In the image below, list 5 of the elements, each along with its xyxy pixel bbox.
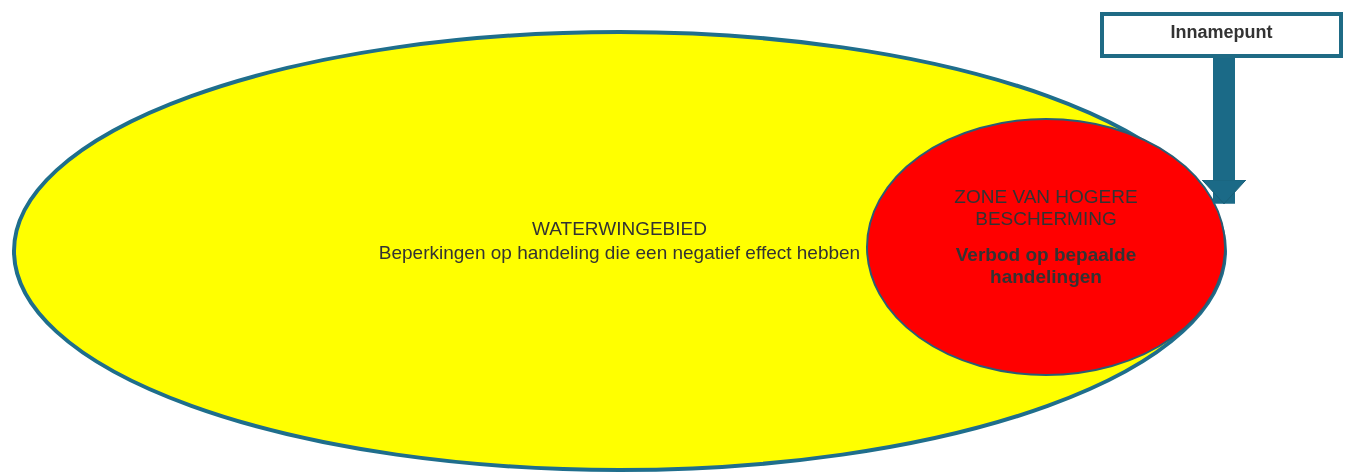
arrow	[1201, 58, 1247, 205]
label-text: Innamepunt	[1169, 22, 1274, 43]
body-text: Verbod op bepaalde handelingen	[954, 244, 1138, 288]
heading-text: WATERWINGEBIED	[531, 218, 708, 240]
heading-text: ZONE VAN HOGERE BESCHERMING	[953, 186, 1139, 230]
